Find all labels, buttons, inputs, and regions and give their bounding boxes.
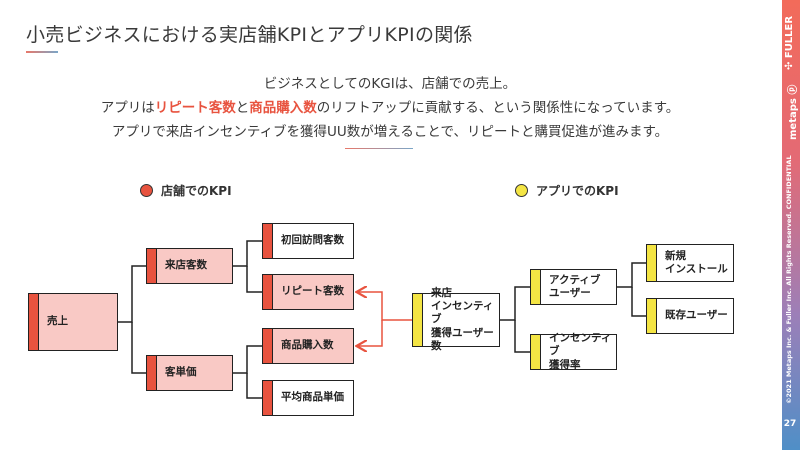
node-incentive-users: 来店 インセンティブ 獲得ユーザー数: [412, 287, 500, 352]
brand-metaps-logo: metaps ⓟ: [788, 84, 799, 140]
intro-line-2: アプリはリピート客数と商品購入数のリフトアップに貢献する、という関係性になってい…: [40, 96, 740, 116]
intro-underline: [345, 148, 413, 149]
node-avg-item-price: 平均商品単価: [262, 380, 354, 416]
intro-line-2-a: アプリは: [100, 100, 155, 116]
slide-title: 小売ビジネスにおける実店舗KPIとアプリKPIの関係: [26, 24, 473, 46]
node-existing-users: 既存ユーザー: [646, 298, 734, 334]
copyright-text: ©2021 Metaps Inc. & Fuller Inc. All Righ…: [785, 155, 793, 404]
intro-line-1: ビジネスとしてのKGIは、店舗での売上。: [263, 76, 517, 92]
node-visitors: 来店客数: [146, 248, 233, 284]
highlight-purchases: 商品購入数: [249, 100, 317, 116]
legend-app-dot: [515, 184, 528, 197]
legend-app-label: アプリでのKPI: [536, 184, 619, 198]
intro-line-3: アプリで来店インセンティブを獲得UU数が増えることで、リピートと購買促進が進みま…: [111, 124, 669, 140]
legend-app: アプリでのKPI: [515, 182, 619, 199]
highlight-repeat: リピート客数: [154, 100, 236, 116]
node-avg-spend: 客単価: [146, 355, 233, 391]
brand-fuller-logo: ✣ FULLER: [784, 15, 795, 70]
node-first-visitors: 初回訪問客数: [262, 223, 354, 259]
legend-store-label: 店舗でのKPI: [161, 184, 232, 198]
page-number: 27: [783, 419, 797, 429]
legend-store: 店舗でのKPI: [140, 182, 232, 199]
intro-line-2-b: と: [235, 100, 250, 116]
title-underline: [26, 51, 58, 53]
node-new-installs: 新規 インストール: [646, 244, 734, 282]
connector-lines: [118, 240, 646, 399]
node-active-users: アクティブ ユーザー: [530, 269, 617, 305]
node-sales: 売上: [28, 293, 118, 351]
node-repeat-visitors: リピート客数: [262, 274, 354, 310]
brand-sidebar: [782, 0, 800, 450]
node-purchase-count: 商品購入数: [262, 328, 354, 364]
legend-store-dot: [140, 184, 153, 197]
node-incentive-rate: インセンティブ 獲得率: [530, 332, 617, 371]
intro-line-2-c: のリフトアップに貢献する、という関係性になっています。: [316, 100, 680, 116]
